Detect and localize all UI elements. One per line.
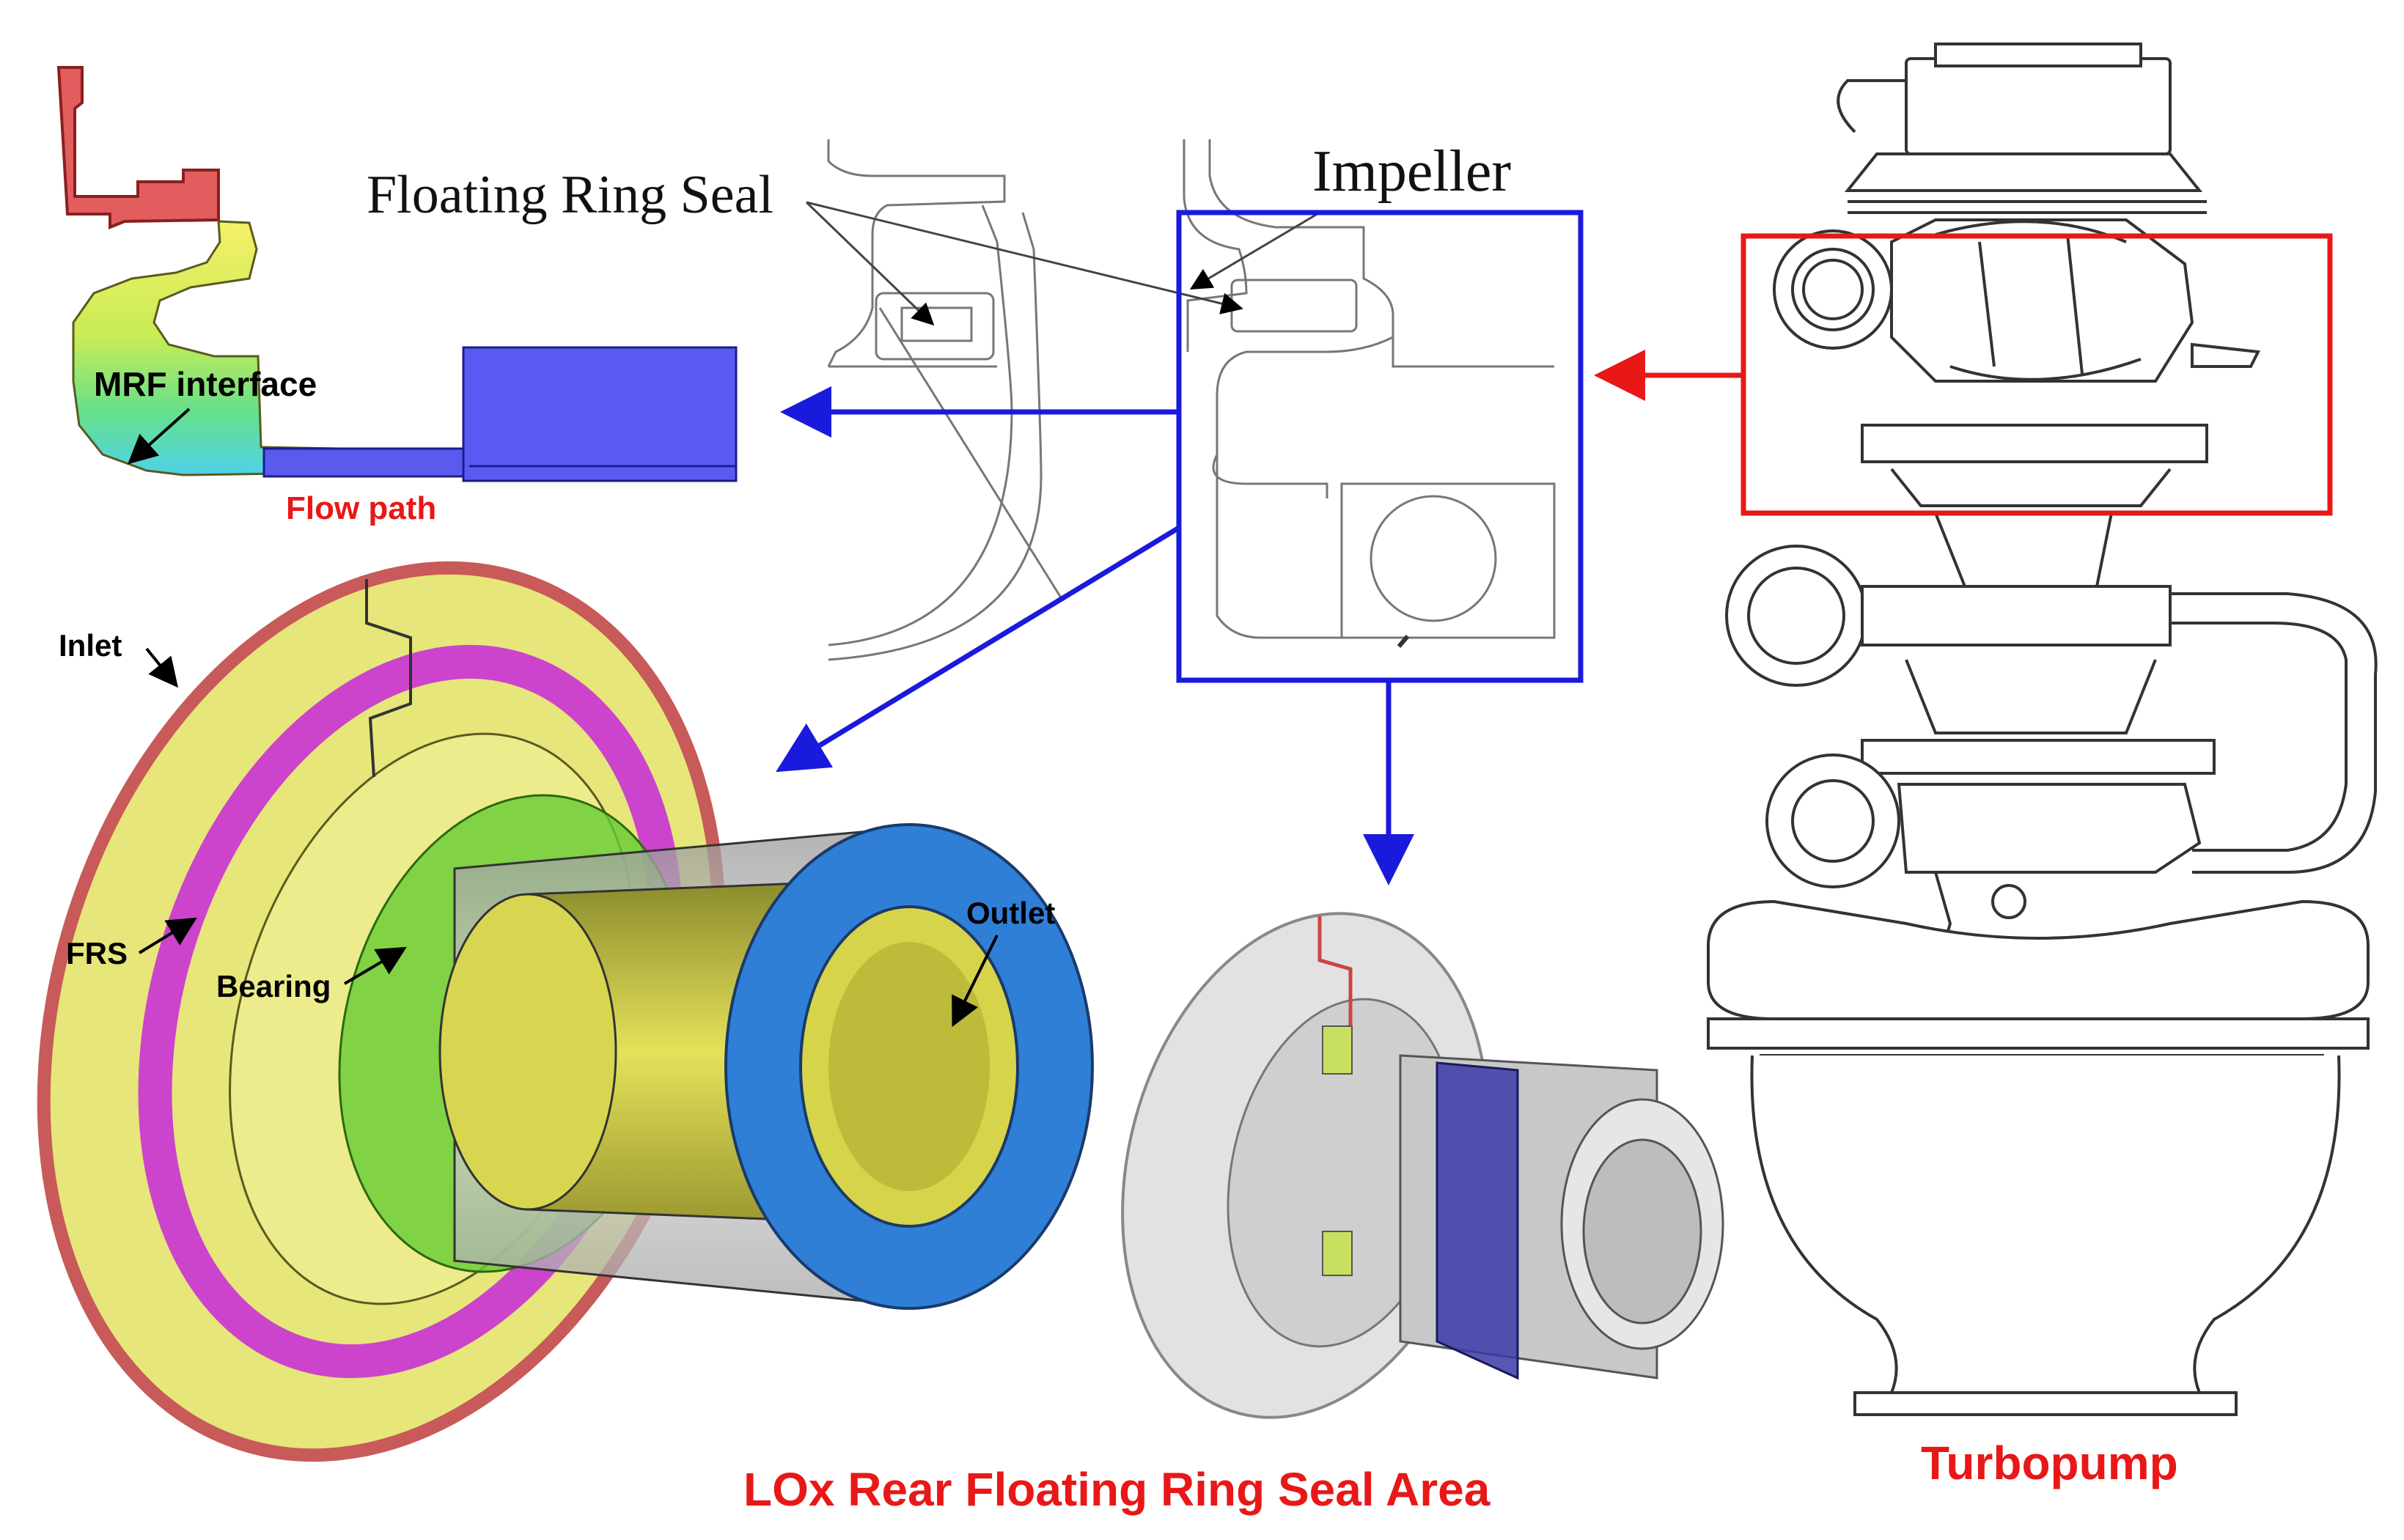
section-navy-band bbox=[1436, 1061, 1519, 1380]
bearing-ball-outline bbox=[1370, 495, 1497, 622]
flow-path-cut bbox=[365, 579, 412, 778]
frs-left-ring bbox=[900, 306, 973, 342]
section-bore bbox=[1582, 1138, 1702, 1325]
bearing-label: Bearing bbox=[216, 969, 331, 1003]
area-title: LOx Rear Floating Ring Seal Area bbox=[743, 1463, 1490, 1516]
zoom-box-blue bbox=[1176, 210, 1584, 683]
bearing-pointer bbox=[343, 946, 407, 985]
shaft-back-face bbox=[438, 893, 617, 1211]
flow-path-label: Flow path bbox=[286, 490, 436, 526]
flow-path-gap bbox=[262, 447, 471, 478]
section-green-a bbox=[1322, 1025, 1353, 1075]
model-3d-colored: Inlet FRS Bearing Outlet bbox=[37, 561, 1094, 1462]
frs-label: FRS bbox=[66, 936, 128, 970]
outlet-block-mesh bbox=[462, 346, 738, 482]
cross-section-drawing bbox=[827, 139, 1556, 661]
frs-right-outline bbox=[1230, 279, 1358, 333]
impeller-label: Impeller bbox=[1312, 139, 1511, 204]
frs-pointer bbox=[138, 917, 197, 954]
bolt-row-1 bbox=[1848, 200, 2207, 214]
section-green-b bbox=[1322, 1231, 1353, 1276]
arrow-to-3d-view bbox=[776, 526, 1180, 773]
inlet-label: Inlet bbox=[59, 628, 122, 663]
model-3d-section bbox=[1121, 912, 1724, 1419]
floating-ring-seal-label: Floating Ring Seal bbox=[367, 165, 773, 225]
mrf-interface-label: MRF interface bbox=[94, 365, 317, 403]
bore-shade bbox=[828, 942, 990, 1191]
seal-housing-red bbox=[56, 66, 220, 229]
frs-pointer-left bbox=[805, 201, 935, 326]
turbopump-drawing bbox=[1707, 43, 2378, 1416]
bearing-outline bbox=[1340, 482, 1556, 639]
outlet-label: Outlet bbox=[966, 896, 1055, 930]
turbopump-title: Turbopump bbox=[1921, 1437, 2178, 1489]
frs-left-outline bbox=[875, 292, 995, 361]
mrf-section-view: MRF interface Flow path bbox=[56, 66, 738, 526]
mrf-interface-region bbox=[72, 220, 339, 476]
mrf-interface-pointer bbox=[128, 408, 191, 465]
outlet-pointer bbox=[952, 935, 999, 1028]
impeller-pointer bbox=[1189, 211, 1320, 290]
inlet-pointer bbox=[145, 647, 179, 688]
frs-pointer-right bbox=[806, 201, 1243, 314]
